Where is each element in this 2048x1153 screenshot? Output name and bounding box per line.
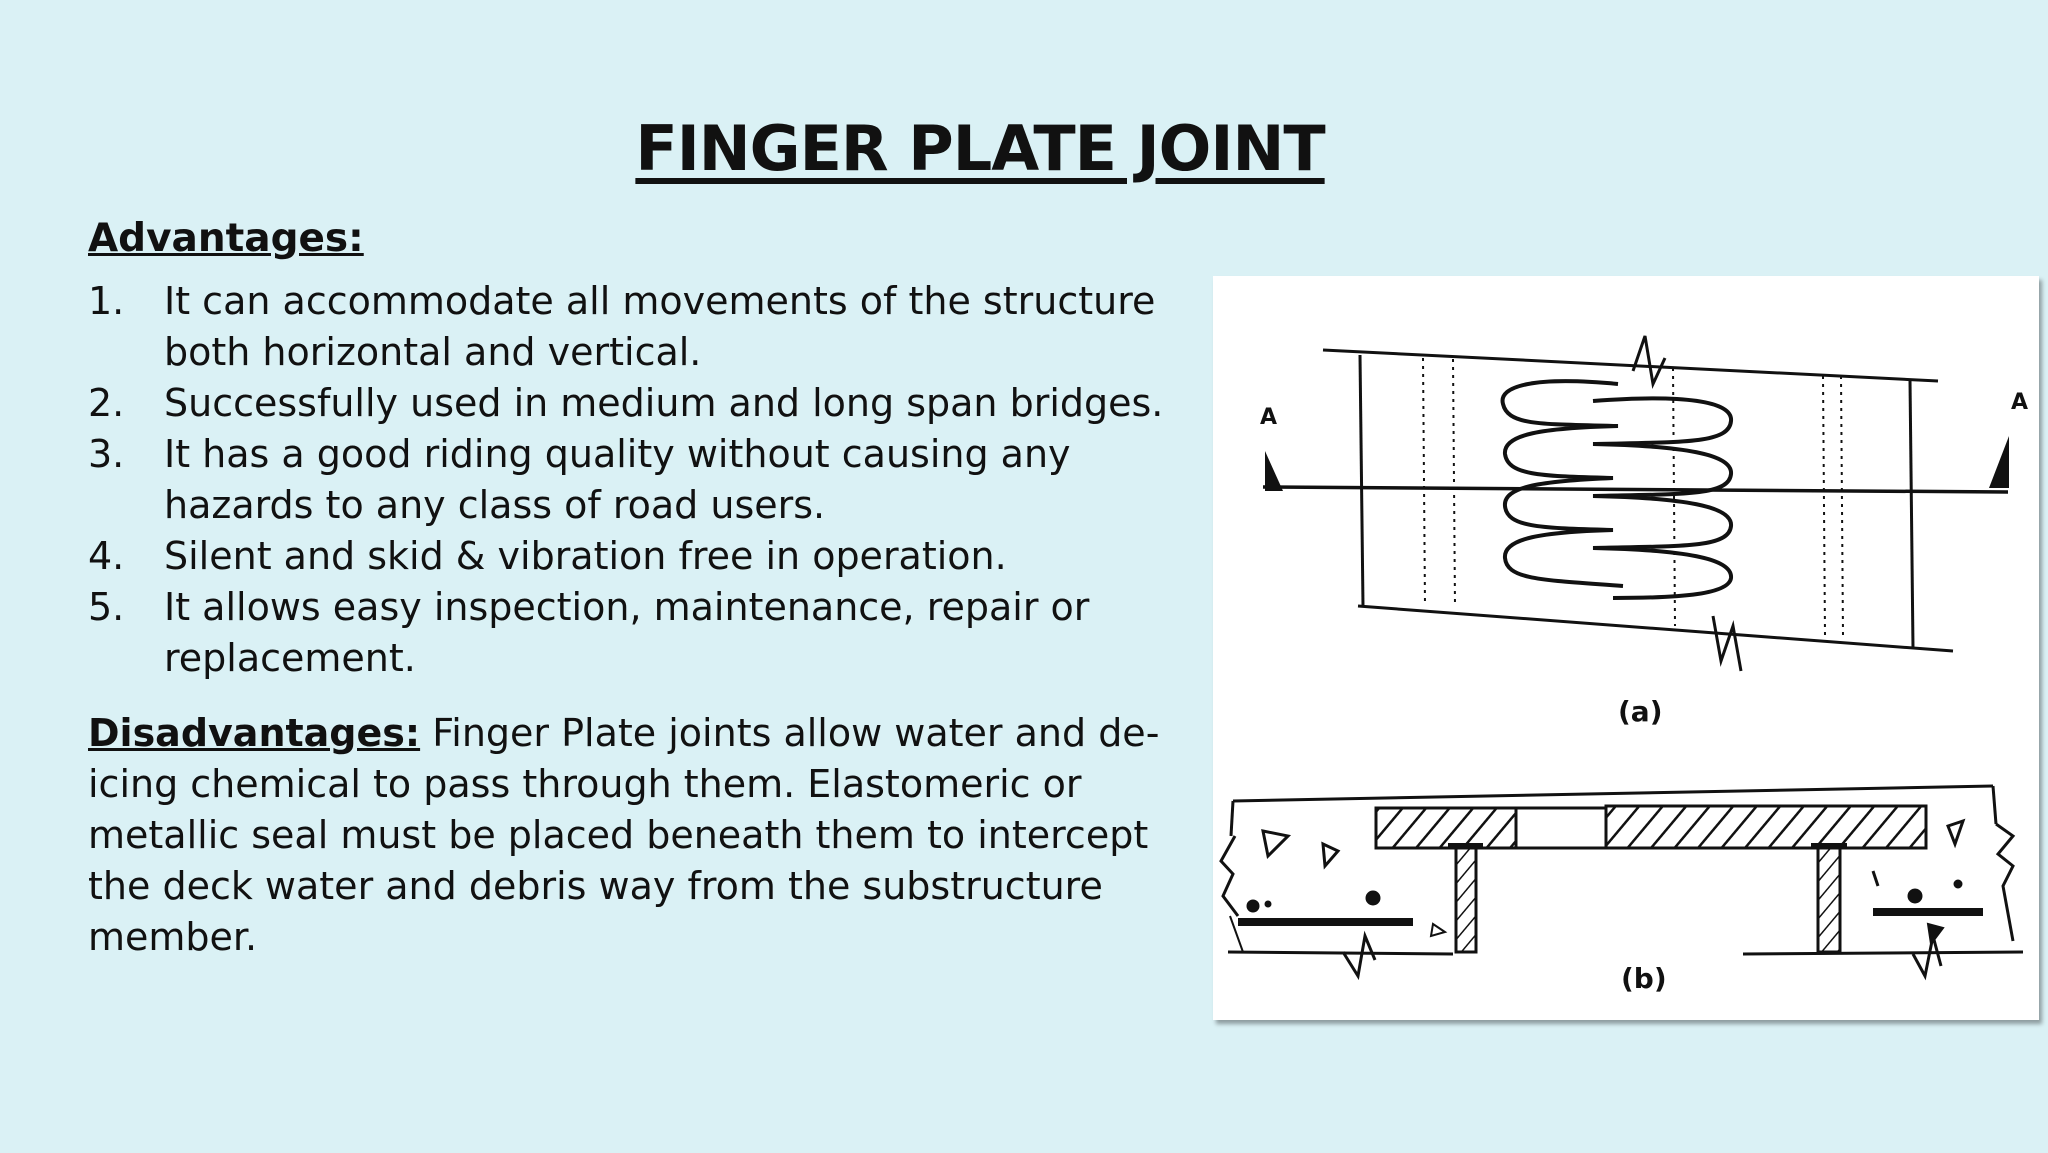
finger-joint-figure: A A (a) — [1213, 276, 2039, 1020]
list-item: 1. It can accommodate all movements of t… — [88, 276, 1178, 378]
disadvantages-text: Finger Plate joints allow water and de-i… — [88, 711, 1160, 959]
disadvantages-heading: Disadvantages: — [88, 711, 421, 755]
text-column: Advantages: 1. It can accommodate all mo… — [88, 214, 1178, 963]
item-number: 2. — [88, 381, 125, 425]
section-view — [1219, 784, 2024, 981]
section-label-right: A — [2011, 390, 2028, 415]
caption-b: (b) — [1621, 962, 1667, 995]
item-text: It has a good riding quality without cau… — [164, 432, 1071, 527]
list-item: 4. Silent and skid & vibration free in o… — [88, 531, 1178, 582]
item-text: It can accommodate all movements of the … — [164, 279, 1156, 374]
item-number: 1. — [88, 279, 125, 323]
plan-view — [1262, 335, 2009, 672]
list-item: 3. It has a good riding quality without … — [88, 429, 1178, 531]
advantages-list: 1. It can accommodate all movements of t… — [88, 276, 1178, 684]
item-text: It allows easy inspection, maintenance, … — [164, 585, 1090, 680]
slide-title: FINGER PLATE JOINT — [635, 112, 1325, 185]
section-label-left: A — [1260, 405, 1277, 430]
disadvantages-paragraph: Disadvantages: Finger Plate joints allow… — [88, 708, 1178, 963]
list-item: 2. Successfully used in medium and long … — [88, 378, 1178, 429]
finger-joint-drawing: A A (a) — [1219, 335, 2028, 995]
list-item: 5. It allows easy inspection, maintenanc… — [88, 582, 1178, 684]
caption-a: (a) — [1618, 695, 1663, 728]
item-number: 4. — [88, 534, 125, 578]
item-number: 3. — [88, 432, 125, 476]
advantages-heading: Advantages: — [88, 216, 364, 261]
item-text: Silent and skid & vibration free in oper… — [164, 534, 1007, 578]
item-number: 5. — [88, 585, 125, 629]
item-text: Successfully used in medium and long spa… — [164, 381, 1164, 425]
